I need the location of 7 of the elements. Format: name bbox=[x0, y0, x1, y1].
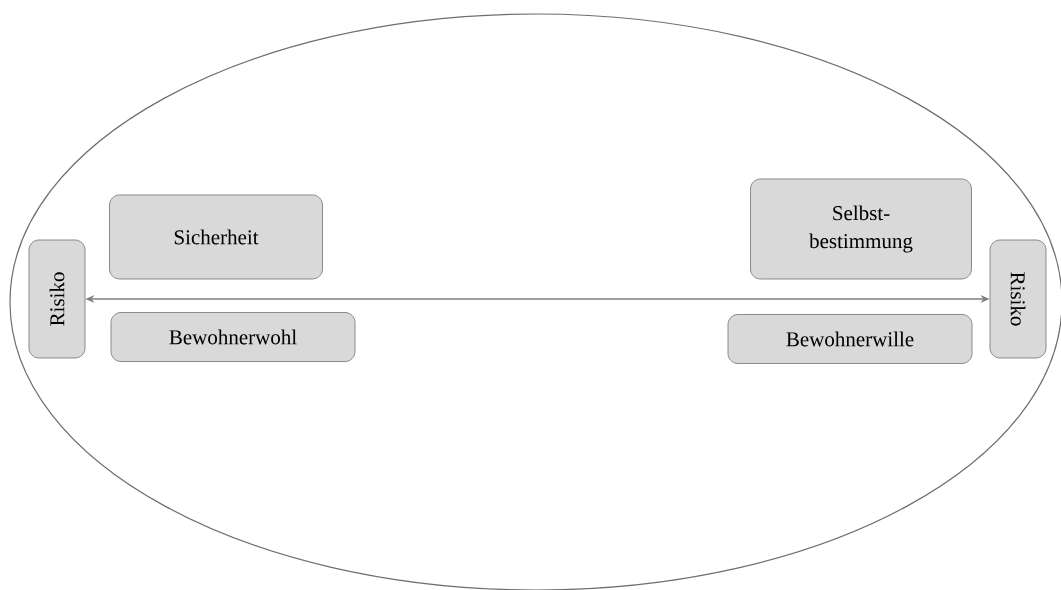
rounded-box: Bewohnerwille bbox=[727, 314, 973, 364]
rounded-box: Sicherheit bbox=[109, 194, 323, 280]
ellipse-outline bbox=[9, 13, 1061, 590]
rounded-box: Bewohnerwohl bbox=[110, 312, 356, 362]
side-box: Risiko bbox=[989, 239, 1047, 359]
rounded-box: Selbst- bestimmung bbox=[750, 178, 972, 280]
side-box: Risiko bbox=[28, 239, 86, 359]
